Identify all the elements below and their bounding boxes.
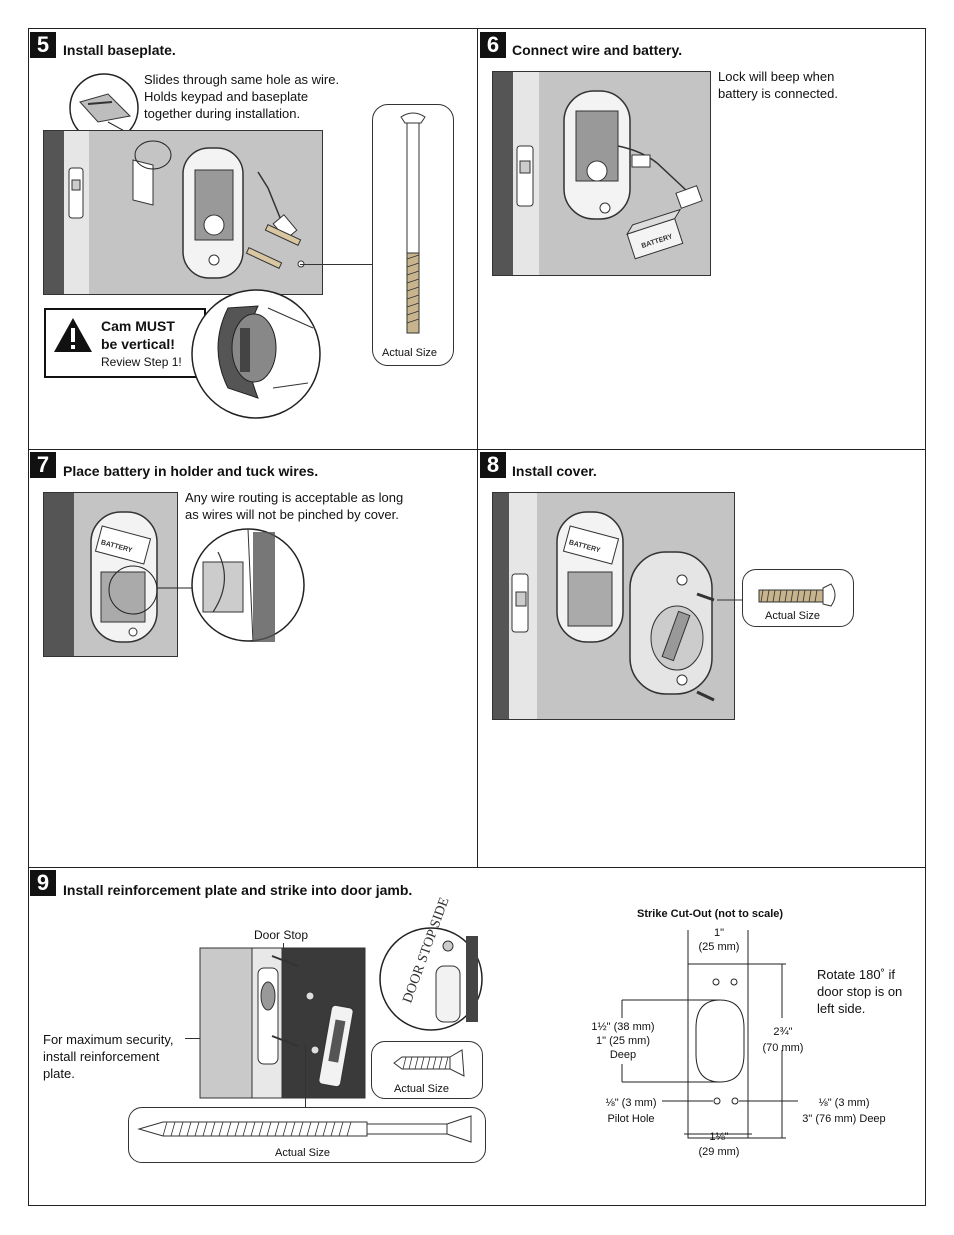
column-divider-top [477,28,478,867]
security-note: For maximum security, install reinforcem… [43,1032,174,1081]
warning-line-2: be vertical! [101,336,175,352]
step-number: 5 [30,32,56,58]
warning-box: Cam MUST be vertical! Review Step 1! [44,308,206,378]
leader-line [300,264,372,265]
actual-size-screw-box-small: Actual Size [371,1041,483,1099]
step-title: Install baseplate. [63,42,176,58]
long-screw-icon [400,112,426,334]
step-note: Any wire routing is acceptable as long a… [185,490,404,522]
step-title: Install reinforcement plate and strike i… [63,882,413,898]
detail-magnifier [69,73,149,145]
cutout-depth-label: 1½" (38 mm) 1" (25 mm) Deep [591,1021,655,1061]
strike-cutout-title: Strike Cut-Out (not to scale) [637,908,784,920]
battery-tuck-drawing: BATTERY [90,511,305,643]
door-jamb-drawing [199,947,366,1099]
step-title: Install cover. [512,463,597,479]
step-title: Connect wire and battery. [512,42,683,58]
actual-size-label: Actual Size [382,347,438,359]
baseplate-drawing [68,140,305,279]
step-note: Lock will beep when battery is connected… [718,69,838,101]
leader-line [305,1045,306,1110]
actual-size-screw-box: Actual Size [372,104,454,366]
actual-size-label: Actual Size [275,1147,331,1159]
cutout-width-bottom: 1⅛" (29 mm) [698,1131,740,1158]
warning-icon [54,318,92,352]
actual-size-screw-box-long: Actual Size [128,1107,486,1163]
step-number: 8 [480,452,506,478]
warning-line-3: Review Step 1! [101,355,182,369]
step-number: 7 [30,452,56,478]
pilot-hole-right-label: ⅛" (3 mm) 3" (76 mm) Deep [802,1097,886,1125]
row-divider-2 [28,867,926,868]
cover-screw-icon [758,583,836,607]
warning-line-1: Cam MUST [101,318,175,334]
battery-connect-drawing: BATTERY [516,90,703,260]
long-jamb-screw-icon [137,1115,472,1143]
step-title: Place battery in holder and tuck wires. [63,463,319,479]
strike-screw-icon [393,1049,465,1077]
actual-size-label: Actual Size [765,610,821,622]
step-note: Slides through same hole as wire. Holds … [144,72,340,121]
door-stop-label: Door Stop [254,928,309,942]
cover-install-drawing: BATTERY [511,511,742,702]
rotate-note: Rotate 180˚ if door stop is on left side… [817,967,903,1016]
strike-cutout-diagram [621,930,798,1139]
step-number: 9 [30,870,56,896]
cam-detail-magnifier [191,289,321,419]
door-stop-side-magnifier: DOOR STOP SIDE [379,896,483,1031]
cutout-height-label: 2¾" (70 mm) [762,1026,804,1054]
pilot-hole-left-label: ⅛" (3 mm) Pilot Hole [605,1097,657,1125]
cutout-width-top: 1" (25 mm) [698,927,740,953]
actual-size-label: Actual Size [394,1083,450,1095]
step-number: 6 [480,32,506,58]
actual-size-screw-box: Actual Size [742,569,854,627]
row-divider-1 [28,449,926,450]
